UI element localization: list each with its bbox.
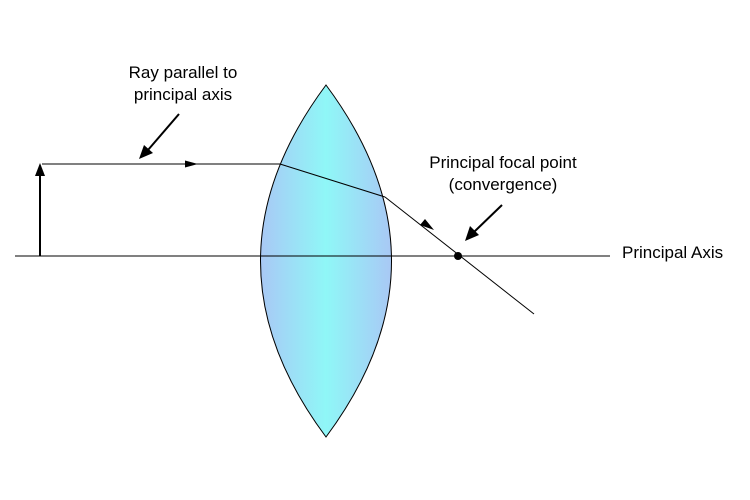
incident-ray-arrowhead: [185, 160, 198, 168]
ray-parallel-label: Ray parallel to principal axis: [103, 62, 263, 106]
focal-point-label-line-2: (convergence): [448, 175, 558, 194]
focal-point-label-line-1: Principal focal point: [429, 153, 577, 172]
ray-label-pointer-line: [147, 113, 180, 151]
ray-inside-lens: [279, 163, 386, 198]
object-arrow-head: [35, 163, 45, 176]
emergent-ray-arrowhead: [420, 219, 434, 230]
convex-lens: [260, 84, 392, 438]
focal-label-pointer-head: [465, 226, 479, 241]
principal-axis-label: Principal Axis: [622, 243, 724, 262]
focal-label-pointer-line: [473, 204, 503, 233]
focal-point-label: Principal focal point (convergence): [418, 152, 588, 196]
ray-label-pointer-head: [139, 145, 153, 159]
ray-parallel-label-line-1: Ray parallel to: [128, 63, 238, 82]
focal-point-dot: [454, 252, 462, 260]
ray-parallel-label-line-2: principal axis: [133, 85, 233, 104]
